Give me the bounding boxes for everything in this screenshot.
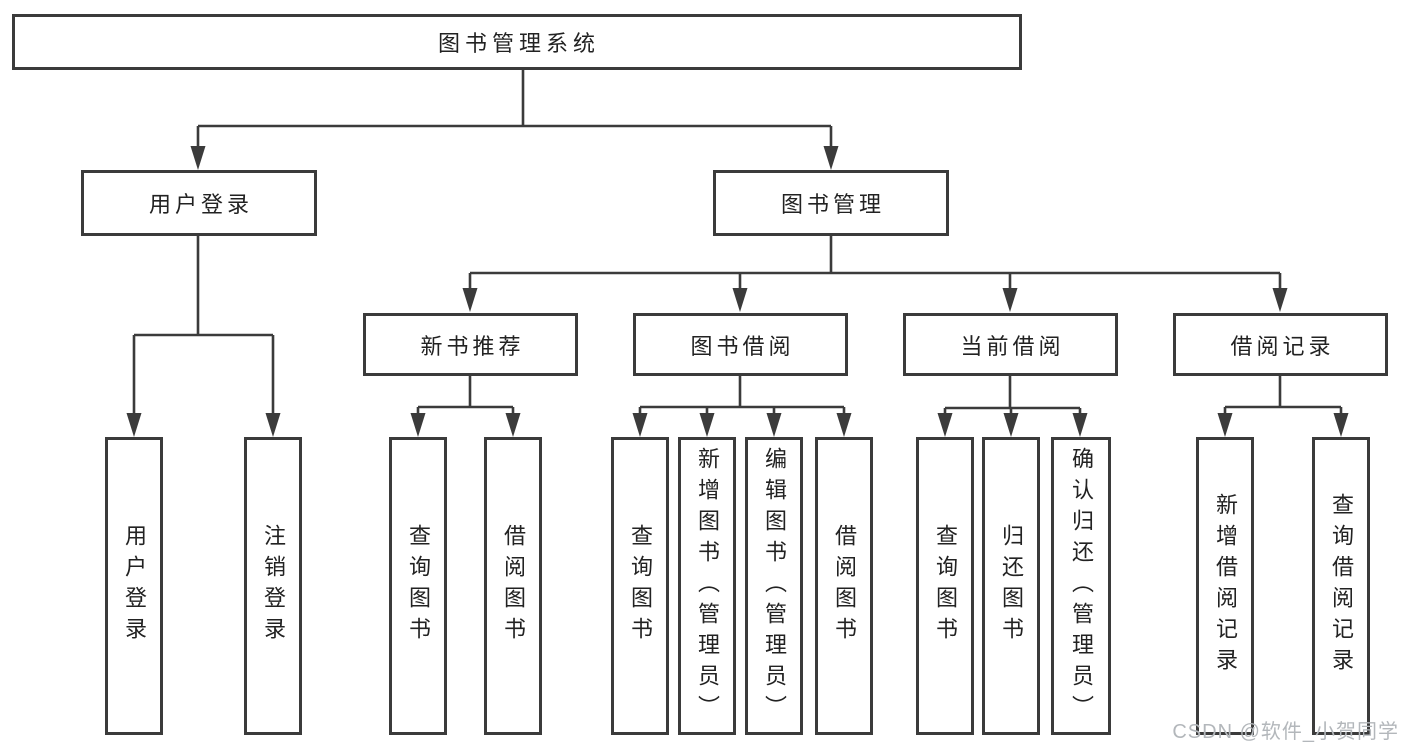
arrowheads — [126, 146, 1349, 437]
node-label: 查询图书 — [406, 524, 431, 648]
leaf-borrow-borrow-book: 借阅图书 — [815, 437, 873, 735]
node-label: 图书管理 — [780, 192, 885, 217]
node-label: 查询借阅记录 — [1329, 493, 1354, 679]
csdn-watermark: CSDN @软件_小贺同学 — [1172, 721, 1399, 743]
node-label: 用户登录 — [148, 192, 253, 217]
leaf-logout-login: 注销登录 — [244, 437, 302, 735]
leaf-current-confirm-return-admin: 确认归还（管理员） — [1051, 437, 1111, 735]
node-label: 查询图书 — [628, 524, 653, 648]
node-user-login: 用户登录 — [81, 170, 317, 236]
node-label: 新增图书（管理员） — [695, 446, 720, 726]
node-label: 图书管理系统 — [437, 31, 600, 56]
node-label: 归还图书 — [999, 524, 1024, 648]
leaf-borrow-edit-book-admin: 编辑图书（管理员） — [745, 437, 803, 735]
node-label: 图书借阅 — [690, 333, 795, 359]
node-label: 新增借阅记录 — [1213, 493, 1238, 679]
node-borrow-record: 借阅记录 — [1173, 313, 1388, 376]
leaf-record-add-record: 新增借阅记录 — [1196, 437, 1254, 735]
node-label: 当前借阅 — [960, 333, 1065, 359]
leaf-borrow-add-book-admin: 新增图书（管理员） — [678, 437, 736, 735]
node-label: 编辑图书（管理员） — [762, 446, 787, 726]
leaf-user-login: 用户登录 — [105, 437, 163, 735]
node-label: 新书推荐 — [420, 333, 525, 359]
leaf-current-query-book: 查询图书 — [916, 437, 974, 735]
node-label: 借阅记录 — [1230, 333, 1335, 359]
node-current-borrow: 当前借阅 — [903, 313, 1118, 376]
node-label: 借阅图书 — [832, 524, 857, 648]
node-label: 查询图书 — [933, 524, 958, 648]
leaf-borrow-query-book: 查询图书 — [611, 437, 669, 735]
node-new-book-recommend: 新书推荐 — [363, 313, 578, 376]
leaf-record-query-record: 查询借阅记录 — [1312, 437, 1370, 735]
leaf-newbook-borrow-book: 借阅图书 — [484, 437, 542, 735]
node-book-management: 图书管理 — [713, 170, 949, 236]
connector-paths — [132, 70, 1343, 417]
node-library-management-system: 图书管理系统 — [12, 14, 1022, 70]
node-book-borrow: 图书借阅 — [633, 313, 848, 376]
node-label: 注销登录 — [261, 524, 286, 648]
node-label: 确认归还（管理员） — [1069, 446, 1094, 726]
leaf-newbook-query-book: 查询图书 — [389, 437, 447, 735]
node-label: 用户登录 — [122, 524, 147, 648]
leaf-current-return-book: 归还图书 — [982, 437, 1040, 735]
node-label: 借阅图书 — [501, 524, 526, 648]
